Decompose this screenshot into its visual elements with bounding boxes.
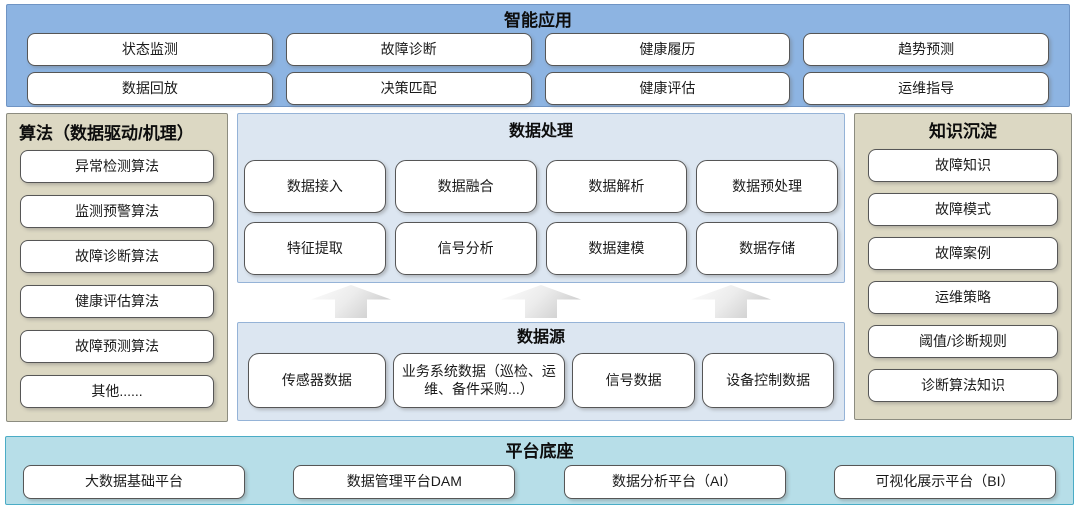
algorithm-panel: 算法（数据驱动/机理） 异常检测算法 监测预警算法 故障诊断算法 健康评估算法 … (6, 113, 228, 422)
algorithm-box: 故障诊断算法 (20, 240, 214, 273)
knowledge-box: 阈值/诊断规则 (868, 325, 1058, 358)
app-box: 运维指导 (803, 72, 1049, 105)
app-layer-row1: 状态监测 故障诊断 健康履历 趋势预测 (27, 33, 1049, 66)
source-box: 传感器数据 (248, 353, 386, 408)
data-processing-boxes: 数据接入 数据融合 数据解析 数据预处理 特征提取 信号分析 数据建模 数据存储 (244, 160, 838, 275)
data-source-title: 数据源 (516, 329, 565, 346)
app-box: 数据回放 (27, 72, 273, 105)
knowledge-panel: 知识沉淀 故障知识 故障模式 故障案例 运维策略 阈值/诊断规则 诊断算法知识 (854, 113, 1072, 420)
source-box: 业务系统数据（巡检、运维、备件采购...） (392, 353, 566, 408)
knowledge-box: 诊断算法知识 (868, 369, 1058, 402)
app-box: 决策匹配 (285, 72, 532, 105)
up-arrow-icon (691, 285, 771, 318)
knowledge-panel-title: 知识沉淀 (929, 122, 997, 141)
processing-box: 信号分析 (394, 222, 537, 275)
data-processing-section: 数据处理 数据接入 数据融合 数据解析 数据预处理 特征提取 信号分析 数据建模… (237, 113, 845, 283)
source-box: 设备控制数据 (702, 353, 834, 408)
app-box: 状态监测 (27, 33, 273, 66)
algorithm-panel-title: 算法（数据驱动/机理） (19, 124, 194, 143)
source-box: 信号数据 (572, 353, 696, 408)
processing-box: 数据解析 (545, 160, 688, 213)
up-arrow-icon (311, 285, 391, 318)
platform-base-section: 平台底座 大数据基础平台 数据管理平台DAM 数据分析平台（AI） 可视化展示平… (5, 436, 1074, 505)
app-box: 健康履历 (544, 33, 791, 66)
algorithm-panel-items: 异常检测算法 监测预警算法 故障诊断算法 健康评估算法 故障预测算法 其他...… (7, 150, 227, 408)
app-layer-title: 智能应用 (504, 11, 572, 30)
algorithm-box: 健康评估算法 (20, 285, 214, 318)
processing-box: 特征提取 (244, 222, 386, 275)
data-source-boxes: 传感器数据 业务系统数据（巡检、运维、备件采购...） 信号数据 设备控制数据 (238, 353, 844, 408)
platform-base-boxes: 大数据基础平台 数据管理平台DAM 数据分析平台（AI） 可视化展示平台（BI） (6, 465, 1073, 499)
algorithm-box: 异常检测算法 (20, 150, 214, 183)
platform-base-title: 平台底座 (505, 442, 574, 461)
app-layer-boxes: 状态监测 故障诊断 健康履历 趋势预测 数据回放 决策匹配 健康评估 运维指导 (7, 33, 1069, 105)
app-layer-row2: 数据回放 决策匹配 健康评估 运维指导 (27, 72, 1049, 105)
knowledge-box: 故障案例 (868, 237, 1058, 270)
algorithm-box: 故障预测算法 (20, 330, 214, 363)
app-layer-section: 智能应用 状态监测 故障诊断 健康履历 趋势预测 数据回放 决策匹配 健康评估 … (6, 4, 1070, 107)
knowledge-box: 故障知识 (868, 149, 1058, 182)
processing-box: 数据存储 (696, 222, 838, 275)
data-flow-arrows (237, 285, 845, 319)
platform-box: 数据分析平台（AI） (563, 465, 786, 499)
app-box: 故障诊断 (285, 33, 532, 66)
algorithm-box: 监测预警算法 (20, 195, 214, 228)
processing-box: 数据融合 (394, 160, 537, 213)
processing-box: 数据建模 (545, 222, 688, 275)
data-processing-title: 数据处理 (508, 123, 573, 140)
knowledge-box: 故障模式 (868, 193, 1058, 226)
algorithm-box: 其他...... (20, 375, 214, 408)
processing-box: 数据接入 (244, 160, 386, 213)
platform-box: 大数据基础平台 (23, 465, 246, 499)
platform-box: 可视化展示平台（BI） (833, 465, 1056, 499)
app-box: 趋势预测 (803, 33, 1049, 66)
data-source-section: 数据源 传感器数据 业务系统数据（巡检、运维、备件采购...） 信号数据 设备控… (237, 322, 845, 421)
knowledge-panel-items: 故障知识 故障模式 故障案例 运维策略 阈值/诊断规则 诊断算法知识 (855, 149, 1071, 402)
up-arrow-icon (501, 285, 581, 318)
knowledge-box: 运维策略 (868, 281, 1058, 314)
platform-box: 数据管理平台DAM (293, 465, 516, 499)
processing-box: 数据预处理 (696, 160, 838, 213)
app-box: 健康评估 (544, 72, 791, 105)
